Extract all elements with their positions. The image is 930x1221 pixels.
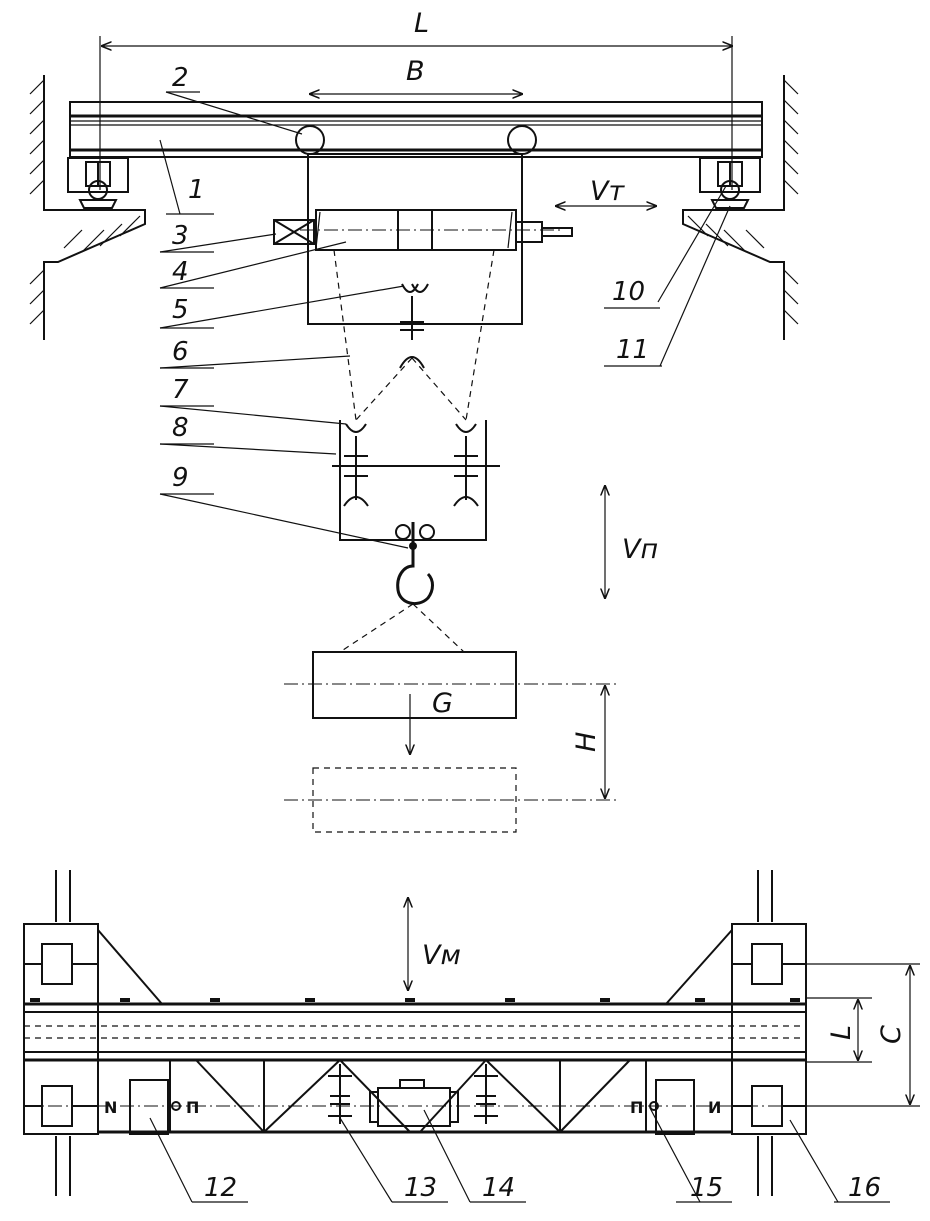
brace-left bbox=[97, 929, 163, 1005]
callout-8: 8 bbox=[172, 413, 189, 443]
span-dimension: L bbox=[99, 8, 732, 190]
dim-c-label: С bbox=[876, 1025, 907, 1044]
girder-dimensions: L С bbox=[806, 963, 920, 1107]
symbol-p-left: П bbox=[186, 1098, 199, 1117]
trolley-base-label: B bbox=[406, 56, 425, 87]
travel-motor bbox=[369, 1079, 459, 1127]
end-carriage-right bbox=[731, 923, 807, 1135]
load: G bbox=[284, 651, 616, 754]
trolley-frame bbox=[307, 153, 523, 325]
brace-right bbox=[665, 929, 733, 1005]
coupling-right bbox=[474, 1064, 498, 1124]
left-wall bbox=[29, 75, 146, 340]
callout-4: 4 bbox=[172, 257, 189, 287]
lift-height-label: H bbox=[571, 732, 602, 752]
callout-14: 14 bbox=[482, 1173, 515, 1203]
callout-7: 7 bbox=[172, 375, 189, 405]
hoist-speed: Vп bbox=[605, 486, 658, 598]
shaft-symbols: N П П И bbox=[104, 1098, 721, 1117]
gearbox-right bbox=[655, 1079, 695, 1135]
trolley-speed: Vт bbox=[556, 176, 656, 207]
lift-height-dimension: H bbox=[571, 686, 605, 798]
gearbox-left bbox=[129, 1079, 169, 1135]
bridge-girder bbox=[69, 101, 763, 158]
callout-11: 11 bbox=[616, 335, 649, 365]
crane-elevation: L B bbox=[29, 8, 799, 833]
brake-box bbox=[273, 219, 315, 245]
sling-left bbox=[339, 603, 414, 653]
end-carriage-left bbox=[23, 923, 99, 1135]
callout-16: 16 bbox=[848, 1173, 881, 1203]
callout-3: 3 bbox=[172, 221, 189, 251]
callout-15: 15 bbox=[690, 1173, 723, 1203]
left-end-truck bbox=[67, 157, 129, 209]
callout-13: 13 bbox=[404, 1173, 437, 1203]
hoist-ropes bbox=[333, 249, 495, 421]
crane-speed: Vм bbox=[408, 898, 461, 990]
trolley-speed-label: Vт bbox=[590, 176, 625, 207]
callout-2: 2 bbox=[172, 63, 189, 93]
symbol-n: N bbox=[104, 1098, 117, 1117]
upper-sheave bbox=[399, 283, 429, 369]
hook-block bbox=[332, 420, 500, 552]
lower-truss bbox=[24, 1059, 920, 1134]
callouts-top: 1 2 3 4 5 6 7 bbox=[159, 63, 731, 549]
callout-6: 6 bbox=[172, 337, 189, 367]
callouts-bottom: 12 13 14 15 16 bbox=[149, 1107, 890, 1203]
motor-shaft bbox=[515, 221, 573, 243]
symbol-p-right: П bbox=[630, 1098, 643, 1117]
callout-12: 12 bbox=[204, 1173, 237, 1203]
callout-5: 5 bbox=[172, 295, 189, 325]
crane-plan: N П П И Vм L С 12 bbox=[23, 870, 920, 1203]
hoist-speed-label: Vп bbox=[622, 534, 658, 565]
span-label: L bbox=[414, 8, 429, 39]
load-lowered bbox=[284, 767, 616, 833]
dim-l-label: L bbox=[826, 1025, 857, 1040]
callout-10: 10 bbox=[612, 277, 645, 307]
callout-1: 1 bbox=[188, 175, 205, 205]
callout-9: 9 bbox=[172, 463, 189, 493]
coupling-left bbox=[328, 1064, 352, 1124]
crane-speed-label: Vм bbox=[422, 940, 461, 971]
load-label: G bbox=[432, 688, 453, 719]
hook bbox=[396, 552, 434, 606]
symbol-i: И bbox=[708, 1098, 721, 1117]
right-end-truck bbox=[699, 157, 761, 209]
runway-rails bbox=[55, 870, 773, 1196]
sling-right bbox=[412, 603, 465, 653]
trolley-base-dimension: B bbox=[310, 56, 522, 94]
main-girders bbox=[24, 998, 806, 1062]
